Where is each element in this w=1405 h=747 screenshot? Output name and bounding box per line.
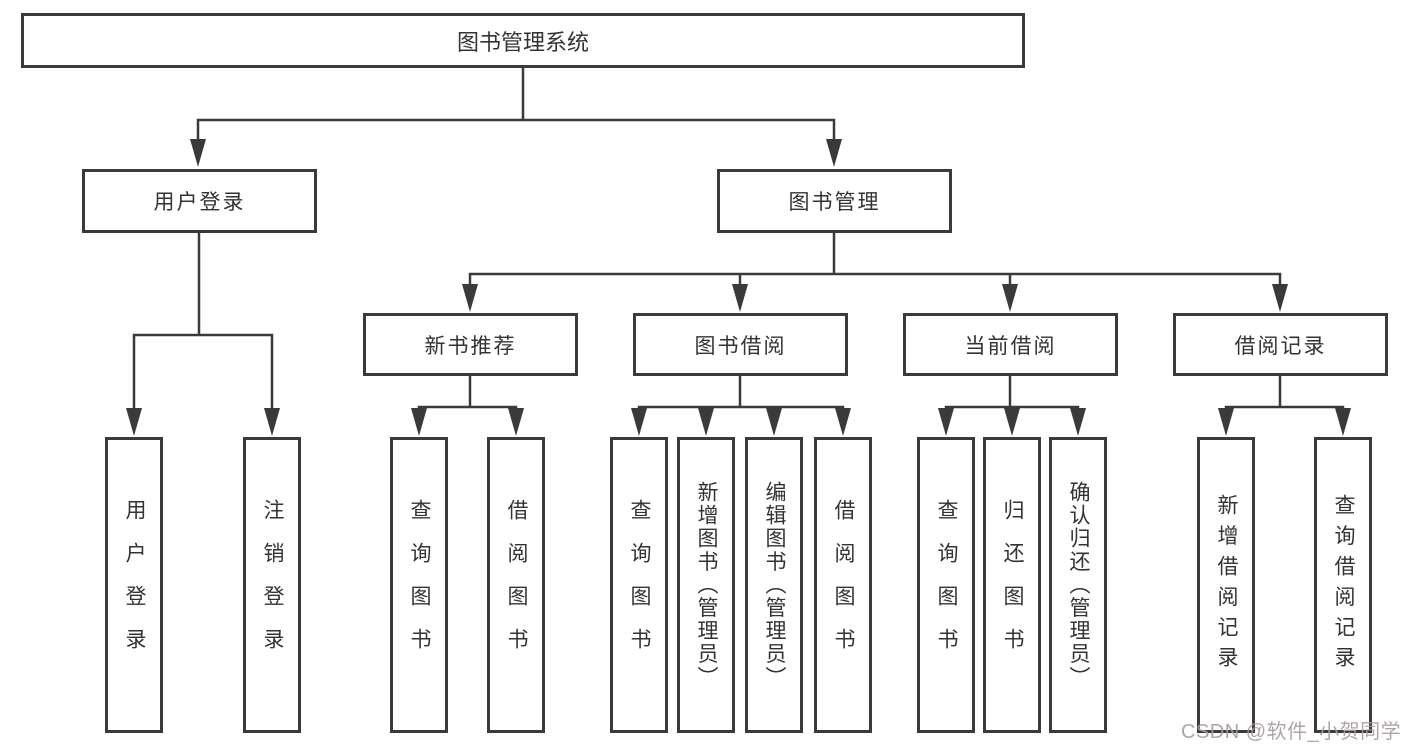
leaf-borrow-books-2: 借阅图书 [814,437,872,733]
leaf-add-borrow-record: 新增借阅记录 [1197,437,1255,733]
leaf-logout: 注销登录 [243,437,301,733]
node-root: 图书管理系统 [21,13,1025,68]
csdn-watermark: CSDN @软件_小贺同学 [1181,721,1402,743]
leaf-query-books-2: 查询图书 [610,437,668,733]
node-user-login: 用户登录 [82,169,317,233]
leaf-query-books-1: 查询图书 [390,437,448,733]
leaf-edit-books-admin: 编辑图书（管理员） [745,437,803,733]
node-book-management: 图书管理 [717,169,952,233]
leaf-confirm-return-admin: 确认归还（管理员） [1049,437,1107,733]
node-book-borrow: 图书借阅 [633,313,848,376]
leaf-add-books-admin: 新增图书（管理员） [677,437,735,733]
leaf-query-books-3: 查询图书 [917,437,975,733]
node-new-book-recommend: 新书推荐 [363,313,578,376]
leaf-query-borrow-record: 查询借阅记录 [1314,437,1372,733]
leaf-borrow-books-1: 借阅图书 [487,437,545,733]
arrowhead-icons [126,139,1351,436]
leaf-user-login: 用户登录 [105,437,163,733]
tree-edges [132,66,1345,412]
leaf-return-books: 归还图书 [983,437,1041,733]
node-borrow-records: 借阅记录 [1173,313,1388,376]
node-current-borrow: 当前借阅 [903,313,1118,376]
